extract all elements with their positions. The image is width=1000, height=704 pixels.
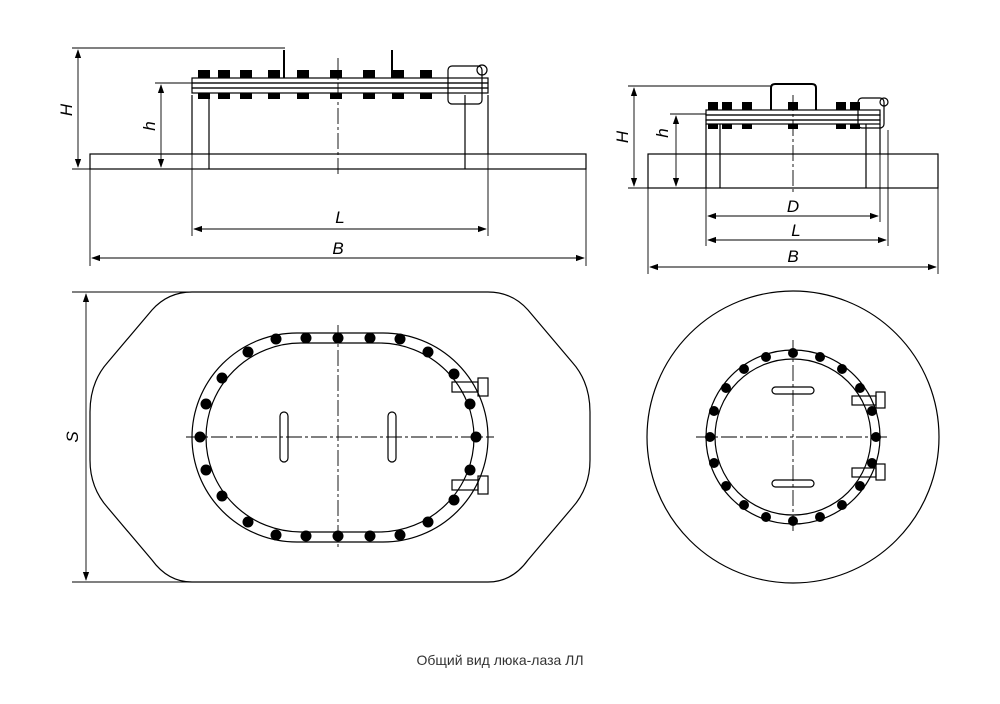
right-h-label: h	[653, 128, 672, 137]
left-plan-dimension	[72, 291, 192, 583]
right-H-label: H	[613, 130, 632, 143]
right-dimension-lines	[628, 85, 939, 274]
right-B-label: B	[787, 247, 798, 266]
left-S-label: S	[63, 431, 82, 443]
right-plan-bolts	[705, 348, 881, 526]
left-side-bolts	[198, 70, 432, 99]
left-side-view	[89, 50, 587, 175]
left-cover	[191, 77, 489, 84]
left-plan-flange	[191, 332, 489, 543]
left-H-label: H	[57, 103, 76, 116]
right-side-bolts	[708, 102, 860, 129]
left-hinge	[447, 65, 483, 105]
right-hinge	[857, 97, 885, 129]
figure-caption: Общий вид люка-лаза ЛЛ	[416, 652, 584, 668]
right-plan-view	[646, 290, 940, 584]
left-dimension-lines	[72, 47, 587, 266]
left-h-label: h	[140, 121, 159, 130]
left-plan-hinge-top	[451, 381, 479, 393]
right-L-label: L	[791, 221, 800, 240]
right-D-label: D	[787, 197, 799, 216]
left-L-label: L	[335, 208, 344, 227]
right-plan-plate	[646, 290, 940, 584]
left-plan-bolts	[194, 332, 482, 542]
left-flange	[191, 87, 489, 94]
left-plan-plate	[89, 291, 591, 583]
right-side-view	[647, 83, 939, 194]
left-B-label: B	[332, 239, 343, 258]
